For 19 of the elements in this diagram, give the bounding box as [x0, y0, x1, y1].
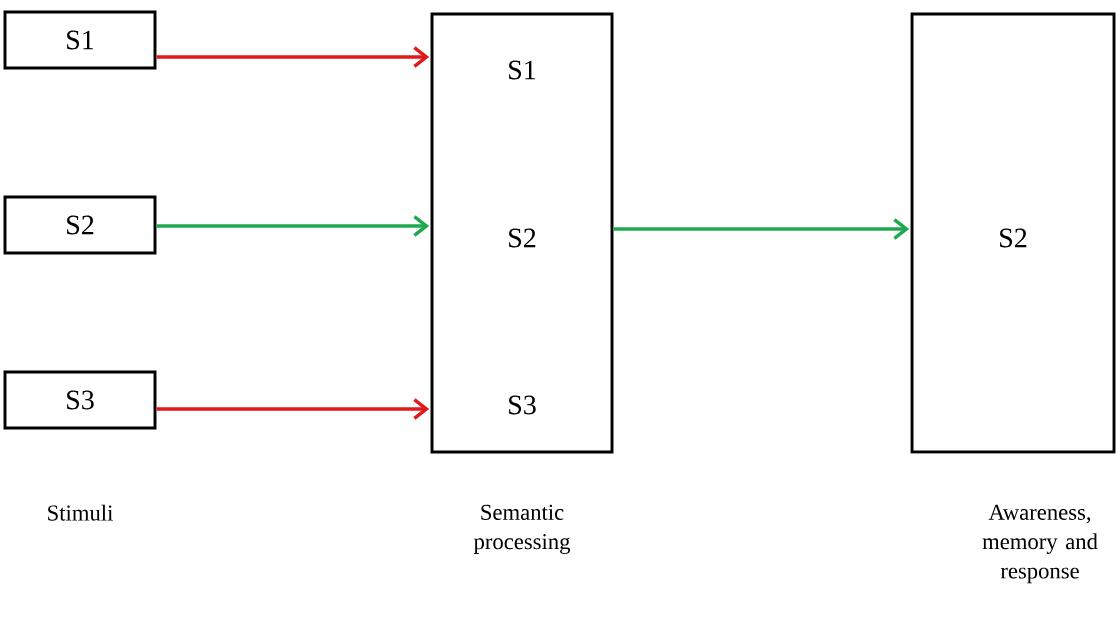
stimulus-text: S3 — [509, 395, 536, 415]
arrow — [156, 398, 430, 420]
stimulus-text: S1 — [509, 60, 536, 80]
stimulus-text: S2 — [1000, 228, 1027, 248]
process-box — [3, 195, 157, 255]
process-box — [910, 12, 1116, 454]
stimulus-text: S1 — [67, 30, 94, 50]
arrow — [156, 215, 430, 237]
process-box — [3, 10, 157, 70]
arrow — [613, 218, 910, 240]
process-box — [430, 12, 614, 454]
stimulus-text: S2 — [509, 228, 536, 248]
stage-label: Stimuli — [48, 504, 113, 521]
stage-label: Awareness, memory and response — [982, 504, 1098, 584]
arrow — [156, 46, 430, 68]
stage-label: Semantic processing — [473, 504, 571, 554]
stimulus-text: S3 — [67, 390, 94, 410]
process-box — [3, 370, 157, 430]
stimulus-text: S2 — [67, 215, 94, 235]
